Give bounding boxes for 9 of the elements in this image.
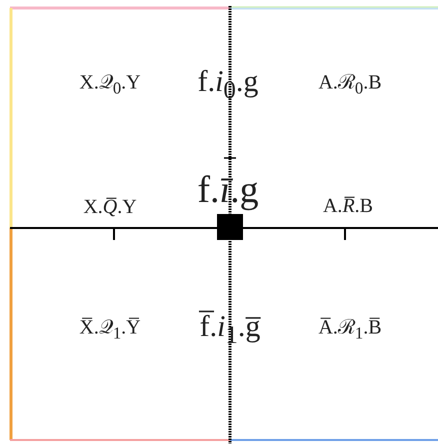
math-label: f̅.i$_{1}$.g̅ (200, 312, 260, 348)
math-label: A.ℛ$_{0}$.B (318, 72, 382, 98)
math-label: X̅.𝒬$_{1}$.Y̅ (79, 318, 141, 342)
math-label: f.i$_{0}$.g (198, 67, 258, 103)
math-label: X.𝒬$_{0}$.Y (79, 72, 141, 98)
math-label: A.R̅.B (323, 196, 373, 216)
math-label: A̅.ℛ$_{1}$.B̅ (318, 318, 382, 342)
math-label: f.ī.g (197, 171, 259, 209)
math-label: X.Q̅.Y (83, 197, 137, 217)
